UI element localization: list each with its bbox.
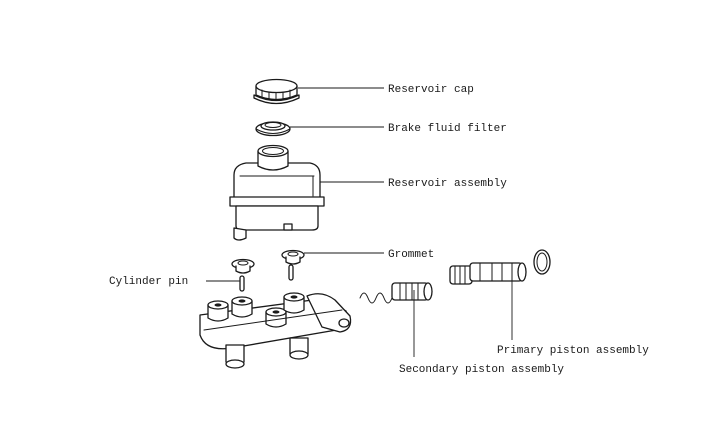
- reservoir-cap-part: [253, 78, 300, 105]
- reservoir-assembly-part: [229, 144, 325, 241]
- label-primary-piston-assembly: Primary piston assembly: [497, 345, 649, 357]
- label-reservoir-cap: Reservoir cap: [388, 84, 474, 96]
- grommet-right-part: [281, 249, 305, 265]
- label-cylinder-pin: Cylinder pin: [109, 276, 188, 288]
- cylinder-pins-part: [239, 264, 294, 292]
- label-brake-fluid-filter: Brake fluid filter: [388, 123, 507, 135]
- snap-ring-part: [533, 249, 551, 275]
- label-reservoir-assembly: Reservoir assembly: [388, 178, 507, 190]
- primary-piston-assembly-part: [449, 262, 527, 285]
- label-secondary-piston-assembly: Secondary piston assembly: [399, 364, 564, 376]
- grommet-left-part: [231, 258, 255, 274]
- master-cylinder-body-part: [199, 292, 352, 369]
- secondary-piston-assembly-part: [359, 282, 433, 304]
- label-grommet: Grommet: [388, 249, 434, 261]
- brake-fluid-filter-part: [255, 121, 291, 137]
